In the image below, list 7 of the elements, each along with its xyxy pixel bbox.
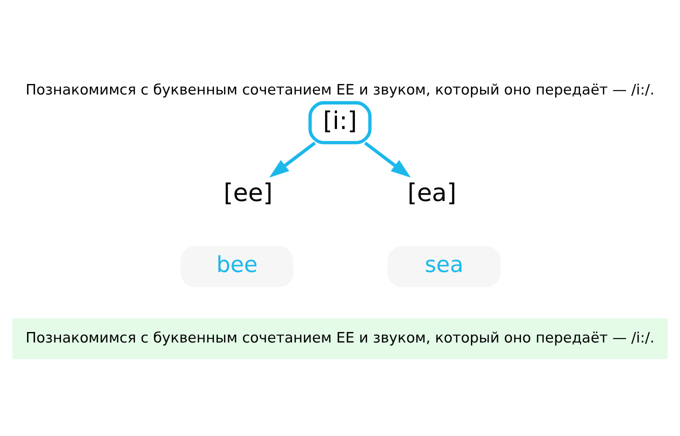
diagram-title: Познакомимся с буквенным сочетанием ЕЕ и звуком, который оно передаёт — /i:/. xyxy=(26,82,654,98)
arrow xyxy=(269,141,316,178)
node-text: [ea] xyxy=(407,177,456,206)
node-box: [i:] xyxy=(308,100,372,144)
arrow xyxy=(364,141,411,178)
node-box: Познакомимся с буквенным сочетанием ЕЕ и звуком, который оно передаёт — /i:/. xyxy=(12,318,668,359)
node-text: [ee] xyxy=(224,177,273,206)
